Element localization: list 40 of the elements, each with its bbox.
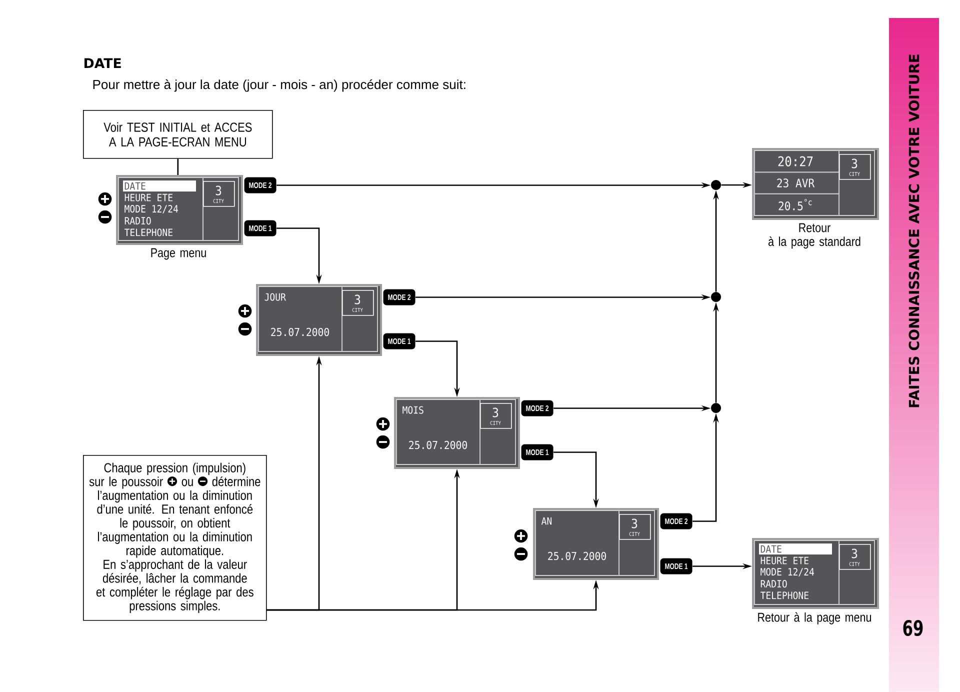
screen-text: MODE 12/24: [124, 205, 178, 214]
highlighted-screen-text: DATE: [123, 180, 196, 192]
screen-text: 25.07.2000: [548, 552, 606, 560]
screen-text: 20.5$^{°c}$: [778, 198, 812, 210]
screen-text: TELEPHONE: [760, 592, 808, 600]
screen-text: RADIO: [760, 580, 787, 588]
mode-button: MODE 1: [660, 558, 692, 574]
note-box: Chaque pression (impulsion) sur le poussoir ou détermine l’augmentation ou la diminution d’une unité. En tenant enfoncé le poussoir, on obtient l’augmentation ou la diminution rapide automatique. En s’approchant de la valeur désirée, lâcher la commande et compléter le réglage par des pressions simples.: [83, 455, 267, 621]
screen-text: 23 AVR: [777, 178, 815, 188]
display-screen: [394, 397, 520, 469]
screen-text: TELEPHONE: [124, 228, 172, 236]
mode-button: MODE 2: [383, 289, 416, 306]
screen-caption: Retour à la page standard: [768, 223, 860, 249]
page-number: 69: [903, 620, 923, 636]
mode-button: MODE 1: [383, 333, 416, 350]
display-screen: [256, 284, 382, 356]
screen-text: 25.07.2000: [271, 328, 329, 336]
screen-text: HEURE ETE: [760, 556, 808, 564]
screen-text: 25.07.2000: [409, 440, 467, 450]
screen-text: HEURE ETE: [124, 194, 172, 202]
mode-button: MODE 1: [244, 220, 276, 236]
screen-text: MOIS: [402, 406, 424, 414]
section-heading: FAITES CONNAISSANCE AVEC VOTRE VOITURE: [908, 54, 920, 408]
screen-text: AN: [541, 517, 552, 525]
instruction-box: Voir TEST INITIAL et ACCES A LA PAGE-ECRAN MENU: [83, 110, 273, 159]
screen-caption: Page menu: [151, 248, 206, 260]
display-screen: [533, 508, 659, 580]
connector-line: [177, 158, 179, 175]
heading: DATE: [84, 58, 121, 68]
highlighted-screen-text: DATE: [759, 544, 832, 554]
mode-button: MODE 2: [521, 400, 554, 416]
screen-text: 20:27: [778, 156, 813, 166]
screen-caption: Retour à la page menu: [758, 612, 872, 624]
screen-text: MODE 12/24: [760, 568, 814, 576]
screen-text: JOUR: [264, 293, 286, 301]
mode-button: MODE 2: [244, 177, 276, 194]
mode-button: MODE 1: [521, 444, 554, 460]
intro-text: Pour mettre à jour la date (jour - mois - an) procéder comme suit:: [93, 79, 466, 92]
mode-button: MODE 2: [660, 513, 692, 530]
screen-text: RADIO: [124, 217, 151, 225]
